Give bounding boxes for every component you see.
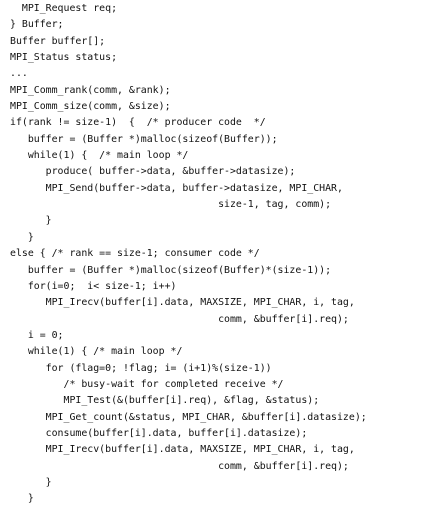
code-line: for (flag=0; !flag; i= (i+1)%(size-1)): [10, 362, 272, 374]
code-line: consume(buffer[i].data, buffer[i].datasi…: [10, 427, 308, 439]
code-line: /* busy-wait for completed receive */: [10, 378, 284, 390]
code-line: comm, &buffer[i].req);: [10, 313, 349, 325]
code-line: while(1) { /* main loop */: [10, 346, 183, 358]
code-line: }: [10, 493, 34, 505]
code-line: comm, &buffer[i].req);: [10, 460, 349, 472]
code-line: buffer = (Buffer *)malloc(sizeof(Buffer)…: [10, 133, 278, 145]
code-line: }: [10, 476, 52, 488]
code-line: MPI_Request req;: [10, 3, 118, 14]
code-line: MPI_Irecv(buffer[i].data, MAXSIZE, MPI_C…: [10, 444, 355, 456]
code-line: MPI_Irecv(buffer[i].data, MAXSIZE, MPI_C…: [10, 297, 355, 309]
code-line: else { /* rank == size-1; consumer code …: [10, 248, 260, 260]
code-line: MPI_Test(&(buffer[i].req), &flag, &statu…: [10, 395, 320, 407]
code-line: }: [10, 215, 52, 227]
code-block: MPI_Request req; } Buffer; Buffer buffer[]…: [10, 1, 429, 508]
code-line: Buffer buffer[];: [10, 35, 106, 47]
code-line: MPI_Get_count(&status, MPI_CHAR, &buffer…: [10, 411, 367, 423]
code-line: size-1, tag, comm);: [10, 199, 332, 211]
code-line: ...: [10, 68, 28, 80]
code-line: MPI_Send(buffer->data, buffer->datasize,…: [10, 182, 343, 194]
code-line: }: [10, 231, 34, 243]
code-line: while(1) { /* main loop */: [10, 150, 189, 162]
code-line: if(rank != size-1) { /* producer code */: [10, 117, 266, 129]
code-line: for(i=0; i< size-1; i++): [10, 280, 177, 292]
code-line: produce( buffer->data, &buffer->datasize…: [10, 166, 296, 178]
code-line: MPI_Status status;: [10, 52, 118, 64]
code-line: MPI_Comm_rank(comm, &rank);: [10, 84, 171, 96]
code-line: MPI_Comm_size(comm, &size);: [10, 101, 171, 113]
code-line: i = 0;: [10, 329, 64, 341]
code-line: } Buffer;: [10, 19, 64, 31]
code-line: buffer = (Buffer *)malloc(sizeof(Buffer)…: [10, 264, 332, 276]
